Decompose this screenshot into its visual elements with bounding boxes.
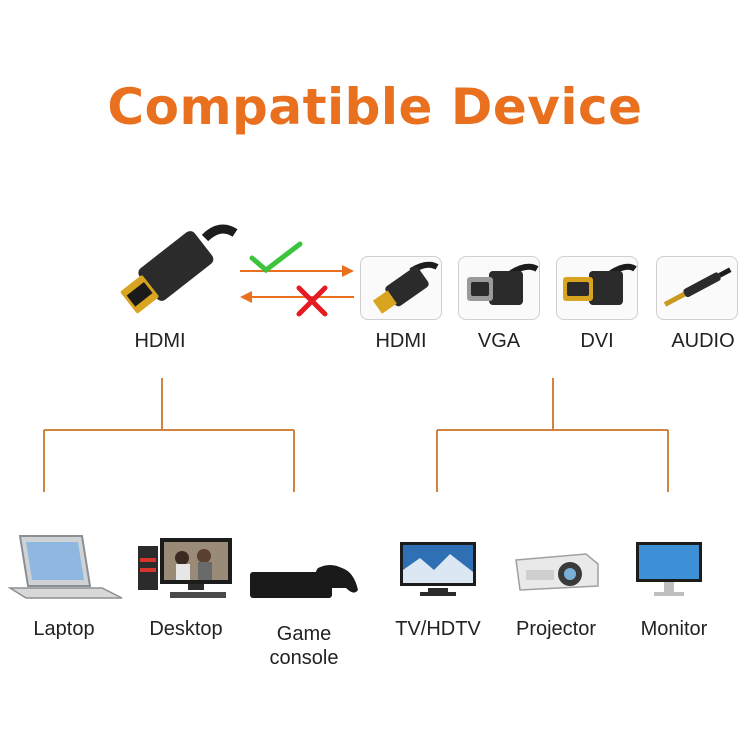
desktop-icon xyxy=(136,536,236,602)
device-desktop-label: Desktop xyxy=(149,618,223,640)
device-projector-label: Projector xyxy=(515,618,597,640)
source-hdmi-label: HDMI xyxy=(134,330,186,352)
output-dvi-label: DVI xyxy=(580,330,614,352)
tv-icon xyxy=(398,540,478,600)
hdmi-port-icon xyxy=(360,256,442,320)
device-game-console-label: Game console xyxy=(256,622,352,670)
vga-port-icon xyxy=(458,256,540,320)
cross-icon xyxy=(294,283,330,319)
output-vga-label: VGA xyxy=(477,330,521,352)
device-laptop-label: Laptop xyxy=(33,618,95,640)
check-icon xyxy=(248,240,304,276)
output-hdmi-label: HDMI xyxy=(375,330,427,352)
device-game-console-line1: Game xyxy=(276,623,332,645)
monitor-icon xyxy=(634,540,704,600)
game-console-icon xyxy=(248,562,360,602)
direction-arrows xyxy=(238,245,356,325)
audio-jack-icon xyxy=(656,256,738,320)
page-title: Compatible Device xyxy=(107,78,643,136)
device-game-console-line2: console xyxy=(269,647,339,669)
laptop-icon xyxy=(6,532,124,602)
device-tv-label: TV/HDTV xyxy=(395,618,481,640)
projector-icon xyxy=(510,540,602,598)
hdmi-plug-icon xyxy=(110,218,240,318)
output-audio-label: AUDIO xyxy=(671,330,735,352)
device-monitor-label: Monitor xyxy=(640,618,708,640)
dvi-port-icon xyxy=(556,256,638,320)
tree-connectors xyxy=(43,378,669,492)
